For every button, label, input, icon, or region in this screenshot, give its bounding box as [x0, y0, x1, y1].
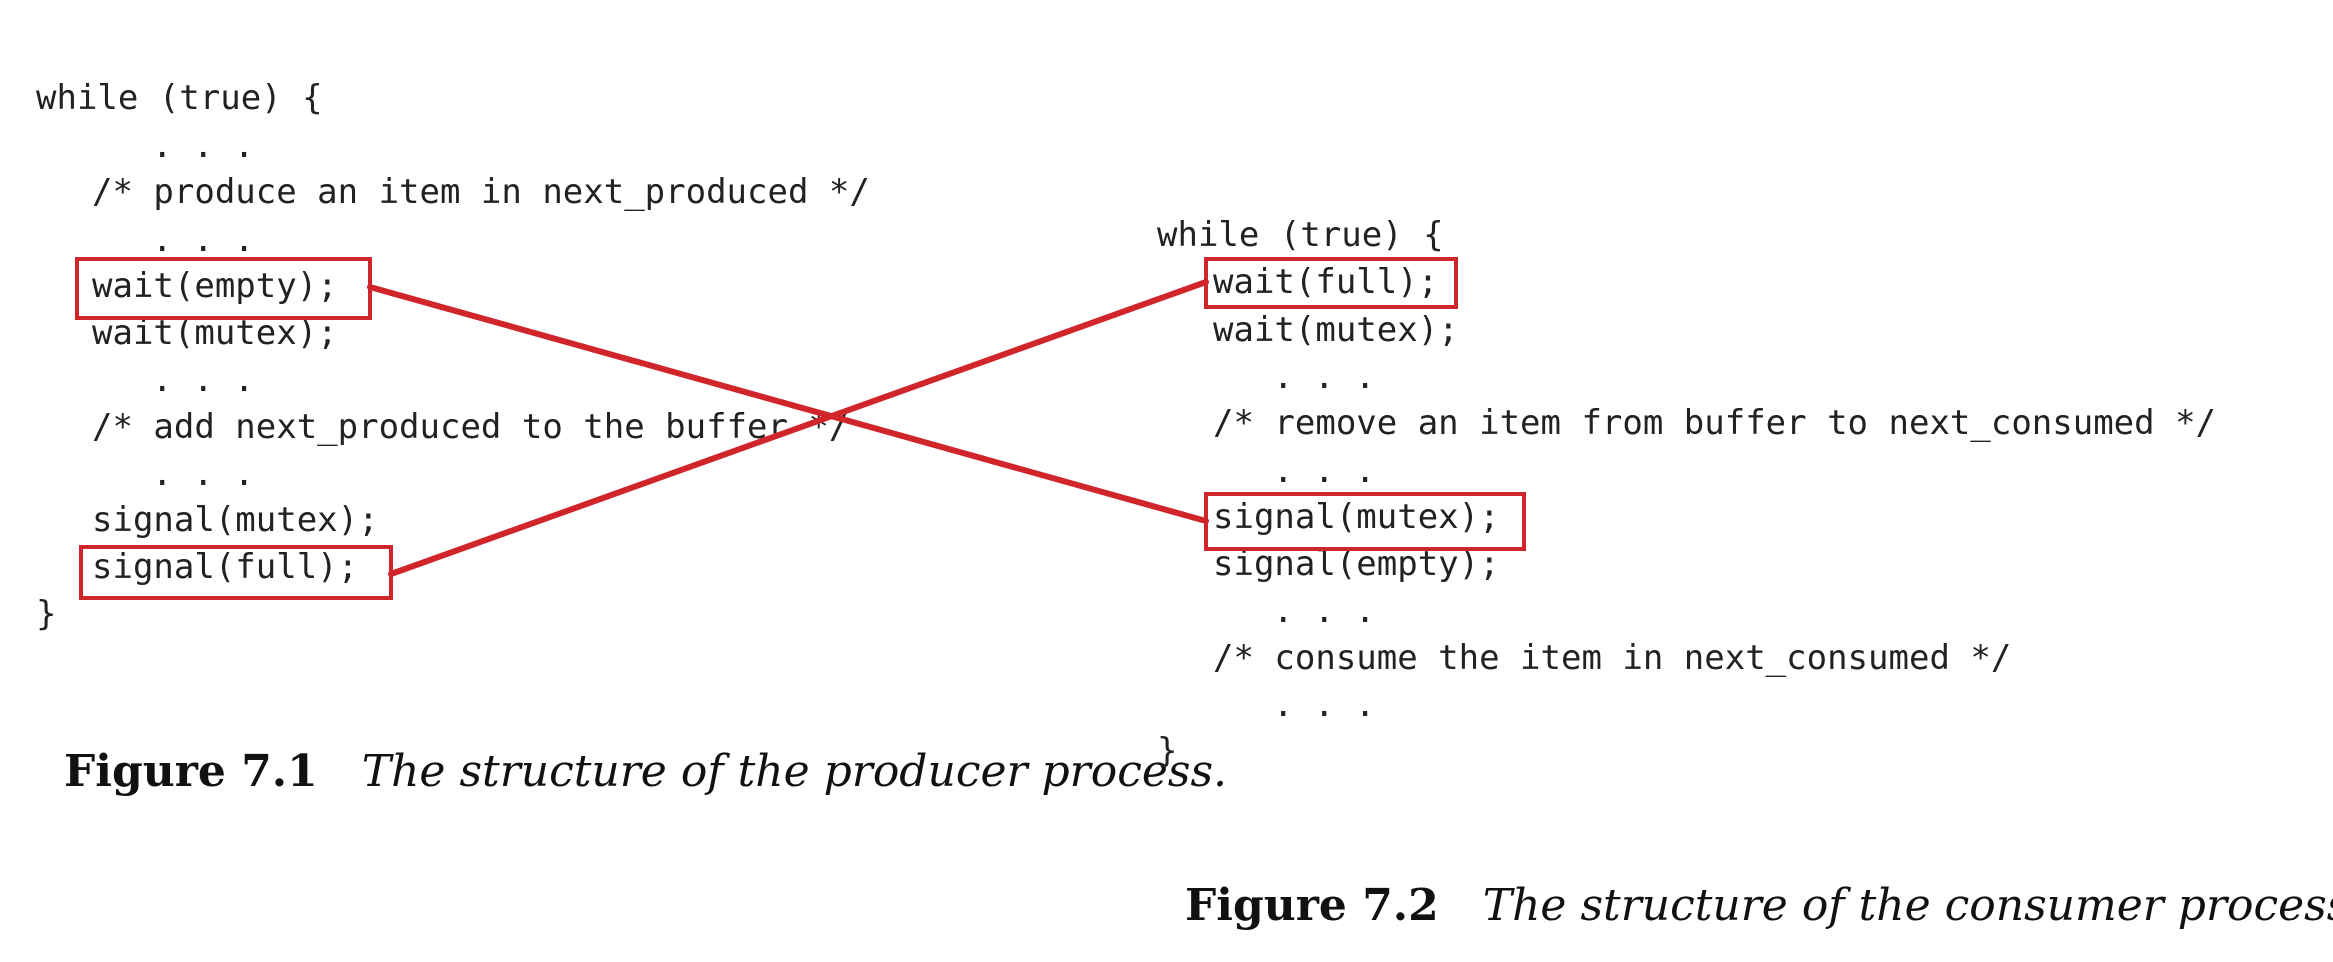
consumer-line-ellipsis: . . . [1273, 357, 1376, 397]
highlight-box-signal-full [79, 545, 393, 600]
consumer-figure-number: Figure 7.2 [1184, 880, 1439, 931]
producer-line-ellipsis: . . . [152, 220, 255, 260]
producer-line-signal-full: signal(full); [92, 547, 359, 587]
producer-line-ellipsis: . . . [152, 126, 255, 166]
producer-line-signal-mutex: signal(mutex); [92, 500, 379, 540]
consumer-line-wait-full: wait(full); [1213, 262, 1439, 302]
consumer-caption-text: The structure of the consumer process. [1482, 880, 2333, 931]
consumer-line-wait-mutex: wait(mutex); [1213, 310, 1459, 350]
connector-wait-empty-to-signal-mutex [367, 284, 1209, 524]
consumer-line-comment-remove: /* remove an item from buffer to next_co… [1213, 403, 2217, 443]
consumer-line-comment-consume: /* consume the item in next_consumed */ [1213, 638, 2012, 678]
highlight-box-signal-mutex [1204, 492, 1526, 551]
producer-caption: Figure 7.1 The structure of the producer… [36, 694, 1227, 798]
highlight-box-wait-empty [75, 257, 372, 320]
producer-line-wait-empty: wait(empty); [92, 266, 338, 306]
connector-signal-full-to-wait-full [388, 279, 1209, 577]
producer-line-ellipsis: . . . [152, 454, 255, 494]
highlight-box-wait-full [1204, 257, 1458, 309]
consumer-line-while: while (true) { [1157, 215, 1444, 255]
producer-line-comment-add: /* add next_produced to the buffer */ [92, 407, 850, 447]
producer-line-while: while (true) { [36, 78, 323, 118]
producer-figure-number: Figure 7.1 [63, 746, 318, 797]
producer-line-comment-produce: /* produce an item in next_produced */ [92, 172, 870, 212]
consumer-line-close-brace: } [1157, 731, 1178, 771]
consumer-line-ellipsis: . . . [1273, 685, 1376, 725]
consumer-line-ellipsis: . . . [1273, 451, 1376, 491]
consumer-caption: Figure 7.2 The structure of the consumer… [1157, 828, 2333, 932]
producer-line-close-brace: } [36, 594, 57, 634]
consumer-line-ellipsis: . . . [1273, 591, 1376, 631]
consumer-line-signal-mutex: signal(mutex); [1213, 497, 1500, 537]
producer-caption-text: The structure of the producer process. [361, 746, 1228, 797]
producer-line-ellipsis: . . . [152, 360, 255, 400]
